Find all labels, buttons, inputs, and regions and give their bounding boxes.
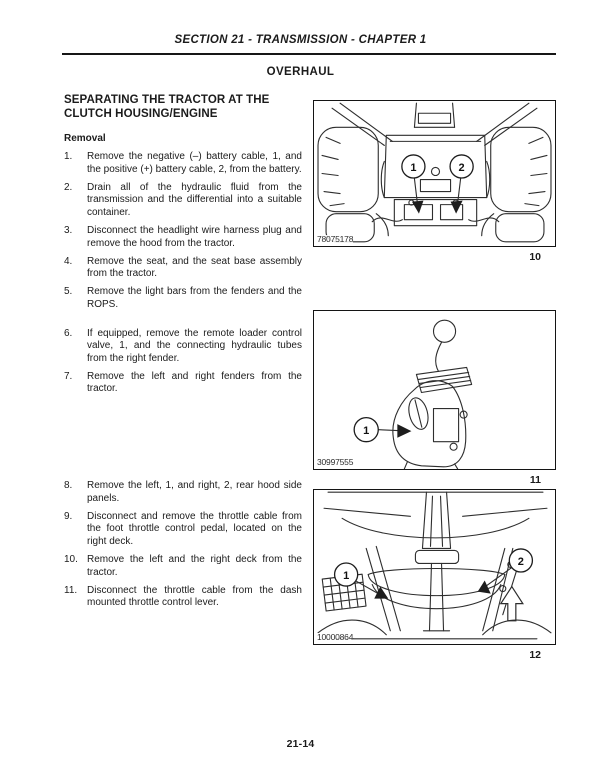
step-text: If equipped, remove the remote loader co… <box>87 327 302 364</box>
figure-10-illustration: 1 2 <box>317 102 552 243</box>
step-item: 10. Remove the left and the right deck fr… <box>64 554 302 579</box>
step-item: 2. Drain all of the hydraulic fluid from … <box>64 182 302 220</box>
step-item: 11. Disconnect the throttle cable from th… <box>64 585 302 610</box>
page-number: 21-14 <box>286 738 315 750</box>
step-text: Remove the left, 1, and right, 2, rear h… <box>87 480 302 504</box>
step-item: 3. Disconnect the headlight wire harness … <box>64 225 302 250</box>
step-text: Remove the left and right fenders from t… <box>87 370 302 395</box>
step-number: 5. <box>64 286 73 298</box>
callout-circle-1 <box>333 562 359 587</box>
step-number: 11. <box>64 584 78 596</box>
callout-circle-1 <box>353 416 379 443</box>
step-number: 9. <box>64 510 73 522</box>
step-item: 1. Remove the negative (–) battery cable,… <box>64 151 302 176</box>
figure-11-number: 11 <box>529 474 541 486</box>
callout-circle-2 <box>508 548 534 573</box>
figure-11-part-number: 30997555 <box>317 457 354 467</box>
step-text: Disconnect the headlight wire harness pl… <box>87 224 302 249</box>
step-number: 1. <box>64 151 73 162</box>
step-text: Disconnect and remove the throttle cable… <box>87 510 302 547</box>
step-text: Drain all of the hydraulic fluid from th… <box>87 181 302 218</box>
figure-10: 1 2 78075178 <box>313 100 556 247</box>
step-item: 6. If equipped, remove the remote loader … <box>64 328 302 366</box>
callout-label-2: 2 <box>518 556 524 568</box>
step-number: 7. <box>64 370 73 382</box>
step-item: 5. Remove the light bars from the fenders… <box>64 286 302 311</box>
section-title: OVERHAUL <box>266 66 335 78</box>
step-number: 3. <box>64 224 73 236</box>
step-text: Remove the left and the right deck from … <box>87 553 302 578</box>
step-number: 6. <box>64 327 73 339</box>
header-rule <box>62 53 556 55</box>
step-number: 4. <box>64 255 73 267</box>
step-number: 8. <box>64 480 73 491</box>
figure-12-part-number: 10000864 <box>317 632 354 642</box>
figure-11-illustration: 1 <box>353 319 473 469</box>
callout-label-1: 1 <box>343 570 349 582</box>
procedure-column: SEPARATING THE TRACTOR AT THE CLUTCH HOU… <box>64 94 302 615</box>
figure-10-part-number: 78075178 <box>317 234 354 244</box>
step-item: 8. Remove the left, 1, and right, 2, rear… <box>64 480 302 505</box>
callout-label-1: 1 <box>410 162 416 174</box>
callout-label-1: 1 <box>363 425 369 437</box>
steps-group-1: 1. Remove the negative (–) battery cable,… <box>64 151 302 312</box>
step-number: 10. <box>64 553 78 565</box>
figure-11: 1 30997555 <box>313 310 556 470</box>
removal-subheading: Removal <box>64 133 106 144</box>
steps-group-3: 8. Remove the left, 1, and right, 2, rear… <box>64 480 302 610</box>
figure-12: 1 2 10000864 <box>313 489 556 645</box>
figure-12-illustration: 1 2 <box>317 491 552 640</box>
step-text: Remove the light bars from the fenders a… <box>87 286 302 310</box>
step-text: Remove the seat, and the seat base assem… <box>87 255 302 280</box>
step-item: 7. Remove the left and right fenders from… <box>64 371 302 396</box>
callout-circle-2 <box>449 154 474 179</box>
callout-circle-1 <box>401 154 426 179</box>
procedure-heading: SEPARATING THE TRACTOR AT THE CLUTCH HOU… <box>64 94 270 120</box>
figure-10-number: 10 <box>529 251 541 263</box>
running-header: SECTION 21 - TRANSMISSION - CHAPTER 1 <box>174 34 427 46</box>
step-item: 4. Remove the seat, and the seat base ass… <box>64 256 302 281</box>
step-text: Remove the negative (–) battery cable, 1… <box>87 151 302 175</box>
step-text: Disconnect the throttle cable from the d… <box>87 584 302 609</box>
figure-12-number: 12 <box>529 649 541 661</box>
step-item: 9. Disconnect and remove the throttle cab… <box>64 511 302 549</box>
callout-label-2: 2 <box>459 162 465 174</box>
steps-group-2: 6. If equipped, remove the remote loader … <box>64 328 302 396</box>
step-number: 2. <box>64 181 73 193</box>
